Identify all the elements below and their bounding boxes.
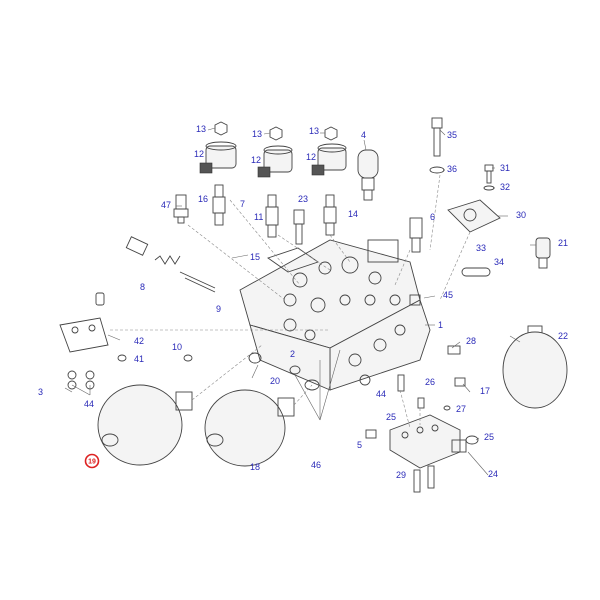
check-valve <box>409 217 423 253</box>
solenoid-cartridges <box>212 184 337 245</box>
callout-21: 21 <box>558 238 568 248</box>
bolt <box>429 117 445 174</box>
callout-27: 27 <box>456 404 466 414</box>
plug-and-spring <box>125 236 216 293</box>
callout-26: 26 <box>425 377 435 387</box>
callout-47: 47 <box>161 200 171 210</box>
callout-12-a: 12 <box>194 149 204 159</box>
callout-25-a: 25 <box>386 412 396 422</box>
callout-10: 10 <box>172 342 182 352</box>
callout-3: 3 <box>38 387 43 397</box>
sensor-connector <box>535 237 551 269</box>
leader-lines <box>64 127 536 476</box>
callout-labels: 13 13 13 12 12 12 4 35 36 31 32 30 33 34… <box>38 124 568 480</box>
callout-17: 17 <box>480 386 490 396</box>
screw <box>483 164 495 191</box>
accumulator-center <box>204 389 295 467</box>
cartridge-valve <box>357 149 379 201</box>
callout-24: 24 <box>488 469 498 479</box>
callout-33: 33 <box>476 243 486 253</box>
seals-and-fittings <box>117 294 466 439</box>
callout-13-c: 13 <box>309 126 319 136</box>
callout-25-b: 25 <box>484 432 494 442</box>
callout-13-b: 13 <box>252 129 262 139</box>
callout-45: 45 <box>443 290 453 300</box>
callout-18: 18 <box>250 462 260 472</box>
callout-32: 32 <box>500 182 510 192</box>
side-valve-block <box>389 414 479 493</box>
callout-11: 11 <box>254 212 263 222</box>
callout-42: 44 <box>84 399 94 409</box>
callout-46: 46 <box>311 460 321 470</box>
callout-31: 31 <box>500 163 510 173</box>
highlight-marker-19[interactable] <box>84 453 100 469</box>
callout-1: 1 <box>438 320 443 330</box>
callout-41: 42 <box>134 336 144 346</box>
callout-5: 5 <box>357 440 362 450</box>
callout-22: 22 <box>558 331 568 341</box>
callout-23: 23 <box>298 194 308 204</box>
mounting-bracket <box>59 292 109 390</box>
callout-34: 34 <box>494 257 504 267</box>
callout-13-a: 13 <box>196 124 206 134</box>
accumulator-right <box>502 325 568 409</box>
callout-28: 28 <box>466 336 476 346</box>
pressure-sensor <box>173 194 189 224</box>
cover-plate <box>447 199 501 277</box>
callout-14: 14 <box>348 209 358 219</box>
callout-30: 30 <box>516 210 526 220</box>
solenoid-coil-group <box>199 121 347 178</box>
callout-44: 44 <box>376 389 386 399</box>
accumulator-left <box>97 384 193 466</box>
callout-7: 7 <box>240 199 245 209</box>
callout-8: 8 <box>140 282 145 292</box>
callout-6: 6 <box>430 212 435 222</box>
callout-20: 20 <box>270 376 280 386</box>
callout-16: 16 <box>198 194 208 204</box>
callout-2: 2 <box>290 349 295 359</box>
callout-29: 29 <box>396 470 406 480</box>
callout-15: 15 <box>250 252 260 262</box>
callout-35: 35 <box>447 130 457 140</box>
callout-4: 4 <box>361 130 366 140</box>
callout-36: 36 <box>447 164 457 174</box>
callout-12-c: 12 <box>306 152 316 162</box>
callout-12-b: 12 <box>251 155 261 165</box>
callout-9: 9 <box>216 304 221 314</box>
callout-19: 19 <box>88 459 96 466</box>
callout-40: 41 <box>134 354 144 364</box>
